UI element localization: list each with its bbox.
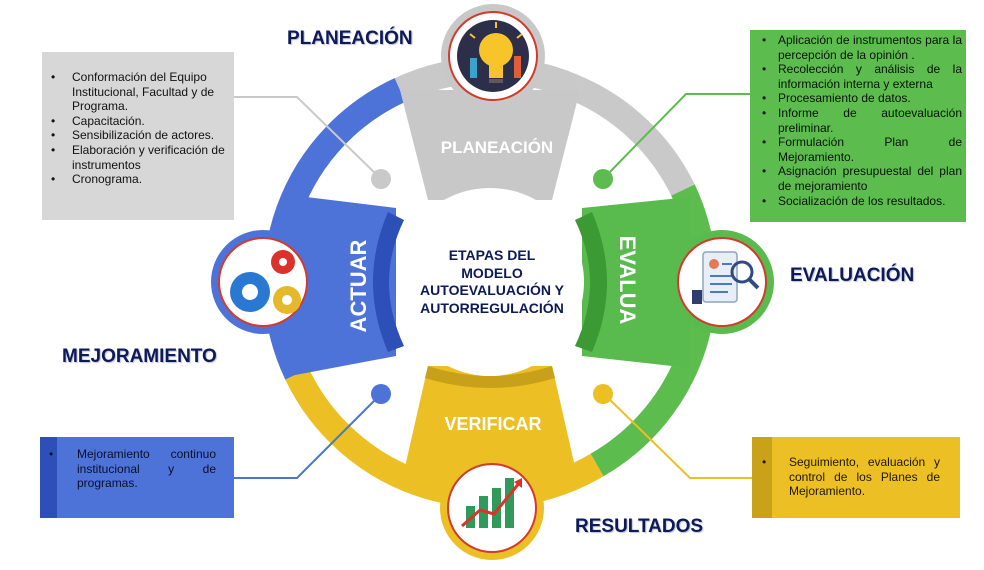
title-evaluacion: EVALUACIÓN [790, 265, 915, 286]
outer-ring-gray-right [574, 78, 695, 196]
checklist-magnifier-icon [670, 230, 774, 334]
connector-resultados [593, 384, 752, 479]
planeacion-box: Conformación del Equipo Institucional, F… [42, 52, 234, 220]
resultados-box: Seguimiento, evaluación y control de los… [752, 437, 960, 518]
center-line-2: MODELO [461, 264, 523, 281]
gears-icon [211, 230, 315, 334]
segment-label-evalua: EVALUA [615, 236, 640, 325]
center-circle [396, 188, 584, 376]
segment-label-planeacion: PLANEACIÓN [441, 138, 553, 157]
list-item: Seguimiento, evaluación y control de los… [752, 455, 940, 499]
growth-chart-icon [440, 456, 544, 560]
center-title: ETAPAS DEL MODELO AUTOEVALUACIÓN Y AUTOR… [404, 247, 580, 317]
mejoramiento-box: Mejoramiento continuo institucional y de… [40, 437, 234, 518]
list-item: Recolección y análisis de la información… [750, 62, 962, 91]
list-item: Procesamiento de datos. [750, 91, 962, 106]
list-item: Capacitación. [42, 114, 226, 129]
segment-verificar [402, 366, 578, 480]
center-line-1: ETAPAS DEL [448, 247, 536, 263]
list-item: Aplicación de instrumentos para la perce… [750, 33, 962, 62]
title-planeacion: PLANEACIÓN [287, 28, 413, 49]
list-item: Asignación presupuestal del plan de mejo… [750, 164, 962, 193]
list-item: Conformación del Equipo Institucional, F… [42, 70, 226, 114]
lightbulb-icon [441, 4, 545, 108]
title-mejoramiento: MEJORAMIENTO [62, 346, 217, 367]
list-item: Sensibilización de actores. [42, 128, 226, 143]
outer-ring-yellow [285, 368, 604, 508]
list-item: Cronograma. [42, 172, 226, 187]
segment-label-actuar: ACTUAR [346, 239, 371, 332]
connector-mejoramiento [234, 384, 391, 479]
center-line-4: AUTORREGULACIÓN [420, 299, 564, 316]
title-resultados: RESULTADOS [575, 516, 704, 537]
segment-evalua [575, 197, 690, 368]
segment-planeacion [400, 90, 580, 200]
connector-evaluacion [593, 93, 750, 189]
evaluacion-box: Aplicación de instrumentos para la perce… [750, 30, 966, 222]
list-item: Elaboración y verificación de instrument… [42, 143, 226, 172]
segment-actuar [290, 195, 404, 376]
connector-planeacion [234, 96, 391, 189]
center-line-3: AUTOEVALUACIÓN Y [420, 282, 564, 298]
list-item: Informe de autoevaluación preliminar. [750, 106, 962, 135]
list-item: Mejoramiento continuo institucional y de… [40, 447, 216, 491]
list-item: Socialización de los resultados. [750, 194, 962, 209]
segment-label-verificar: VERIFICAR [444, 414, 541, 434]
outer-ring-green [590, 184, 717, 477]
list-item: Formulación Plan de Mejoramiento. [750, 135, 962, 164]
